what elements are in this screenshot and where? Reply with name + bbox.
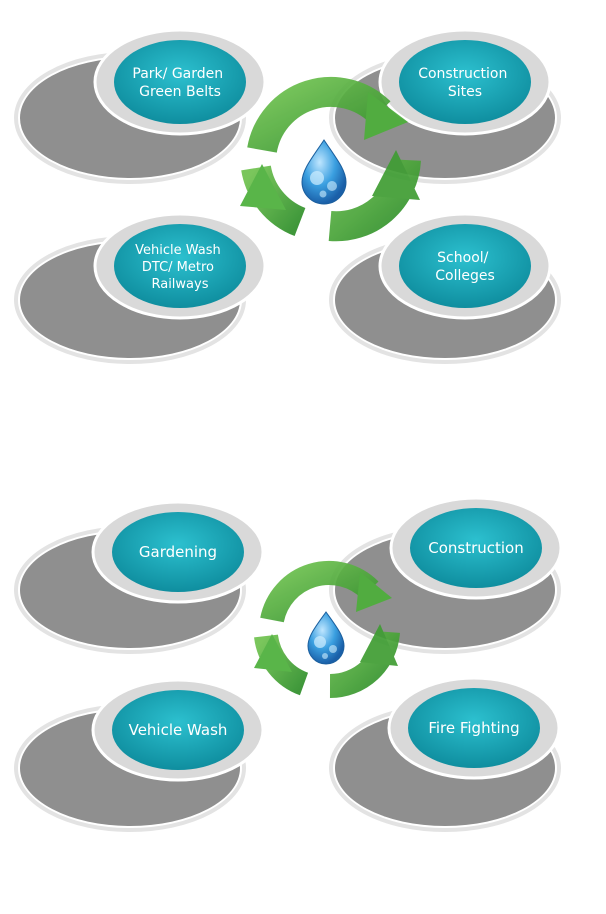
node-label-line-1: Vehicle Wash <box>135 243 221 258</box>
node-pill <box>112 690 244 770</box>
node-label: Park/ Garden Green Belts <box>132 66 227 100</box>
drop-bubble <box>314 636 326 648</box>
node-label: Construction <box>428 539 524 557</box>
drop-bubble <box>327 181 337 191</box>
arrowhead <box>254 634 292 672</box>
node-pill <box>410 508 542 588</box>
arrow-segment <box>260 561 379 623</box>
node-label-line-2: Colleges <box>435 268 495 284</box>
drop-bubble <box>322 653 328 659</box>
node-label: Fire Fighting <box>428 719 519 737</box>
node-label-line-1: Park/ Garden <box>132 66 223 82</box>
top-diagram-svg: Park/ Garden Green Belts Construction Si… <box>14 28 561 364</box>
node-label-line-1: School/ <box>437 250 488 266</box>
node-label-line-1: Construction <box>418 66 507 82</box>
arrowhead <box>372 150 420 200</box>
bottom-usage-diagram: Gardening Construction Vehicle Wash <box>0 490 606 850</box>
water-drop-icon <box>307 611 345 665</box>
bottom-diagram-svg: Gardening Construction Vehicle Wash <box>14 496 563 832</box>
node-label-line-3: Railways <box>151 277 208 292</box>
node-pill <box>399 40 531 124</box>
arrowhead <box>360 624 398 666</box>
node-construction-sites: Construction Sites <box>329 28 561 184</box>
drop-bubble <box>319 190 327 198</box>
node-label-line-1: Fire Fighting <box>428 719 519 737</box>
node-vehicle-wash-metro: Vehicle Wash DTC/ Metro Railways <box>14 212 267 364</box>
node-pill <box>408 688 540 768</box>
node-label: Vehicle Wash DTC/ Metro Railways <box>135 243 225 292</box>
node-label-line-1: Construction <box>428 539 524 557</box>
node-park-garden: Park/ Garden Green Belts <box>14 28 267 184</box>
drop-bubble <box>310 171 324 185</box>
arrowhead <box>364 92 408 140</box>
node-label: Vehicle Wash <box>129 721 228 739</box>
node-label-line-1: Vehicle Wash <box>129 721 228 739</box>
arrow-segment <box>247 76 391 154</box>
node-label: Construction Sites <box>418 66 512 100</box>
node-label-line-2: Green Belts <box>139 84 221 100</box>
recycle-arrows-icon <box>240 76 421 242</box>
arrowhead <box>356 572 392 612</box>
node-label: Gardening <box>139 543 217 561</box>
recycle-arrows-icon <box>254 561 400 699</box>
node-pill <box>114 224 246 308</box>
node-label: School/ Colleges <box>435 250 495 284</box>
node-gardening: Gardening <box>14 500 265 654</box>
top-usage-diagram: Park/ Garden Green Belts Construction Si… <box>0 0 606 370</box>
node-label-line-2: DTC/ Metro <box>142 260 214 275</box>
node-pill <box>112 512 244 592</box>
arrowhead <box>240 164 286 210</box>
water-drop-icon <box>301 139 347 205</box>
node-label-line-1: Gardening <box>139 543 217 561</box>
node-pill <box>114 40 246 124</box>
drop-bubble <box>329 645 337 653</box>
node-pill <box>399 224 531 308</box>
node-fire-fighting: Fire Fighting <box>329 676 561 832</box>
node-school-colleges: School/ Colleges <box>329 212 561 364</box>
node-vehicle-wash: Vehicle Wash <box>14 678 265 832</box>
node-label-line-2: Sites <box>448 84 482 100</box>
node-construction: Construction <box>329 496 563 654</box>
